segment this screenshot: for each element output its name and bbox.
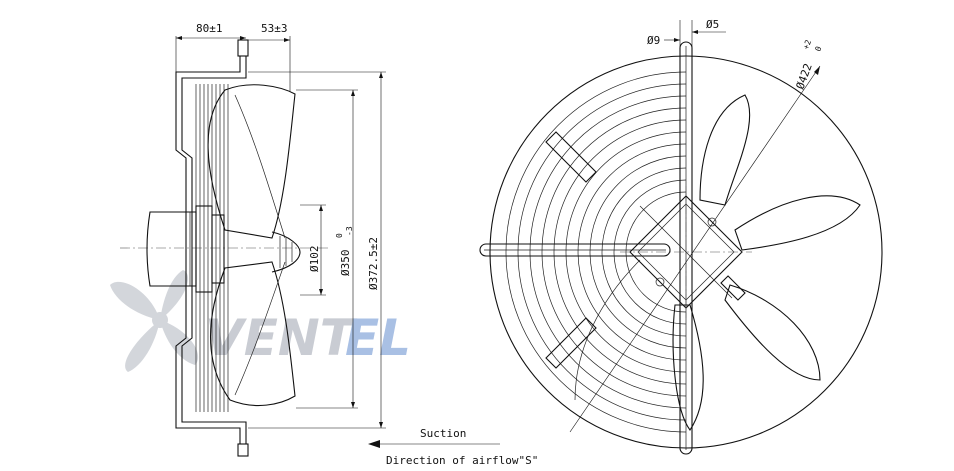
watermark-text-b: EL [345, 309, 411, 367]
suction-label: Suction [420, 427, 466, 440]
fan-blades-side [207, 84, 301, 406]
dim-offset-label: 53±3 [261, 22, 288, 35]
motor-hub [620, 186, 752, 318]
motor [146, 205, 225, 293]
watermark-fan-logo-icon [110, 270, 199, 372]
dim-width-label: 80±1 [196, 22, 223, 35]
dim-wire-label: Ø5 [706, 18, 719, 31]
dim-hub-label: Ø102 [308, 246, 321, 273]
dim-blade-tol-lower: -3 [345, 226, 354, 236]
front-view: Ø9 Ø5 Ø422 +2 0 [479, 18, 883, 455]
front-dimensions: Ø9 Ø5 Ø422 +2 0 [569, 18, 824, 433]
dim-blade-label: Ø350 [339, 250, 352, 277]
dim-mount-tol-lower: 0 [813, 45, 823, 53]
guard-rings [505, 71, 687, 433]
dim-mount-label: Ø422 [794, 62, 815, 91]
airflow-note: Suction Direction of airflow"S" [368, 427, 538, 467]
dim-hole-label: Ø9 [647, 34, 660, 47]
dim-blade-tol-upper: 0 [335, 233, 344, 238]
airflow-direction-label: Direction of airflow"S" [386, 454, 538, 467]
guard-frame [175, 39, 249, 457]
fan-blades-front [574, 94, 861, 431]
dim-mount-tol-upper: +2 [801, 38, 813, 50]
guard-struts [479, 41, 693, 455]
watermark-text-a: VENT [205, 309, 358, 367]
side-dimensions: 80±1 53±3 Ø102 Ø350 0 -3 [175, 22, 386, 429]
side-view: 80±1 53±3 Ø102 Ø350 0 -3 [120, 22, 386, 457]
airflow-arrow-icon [368, 440, 380, 448]
dim-guard-label: Ø372.5±2 [367, 237, 380, 290]
watermark: VENT EL [110, 270, 411, 372]
